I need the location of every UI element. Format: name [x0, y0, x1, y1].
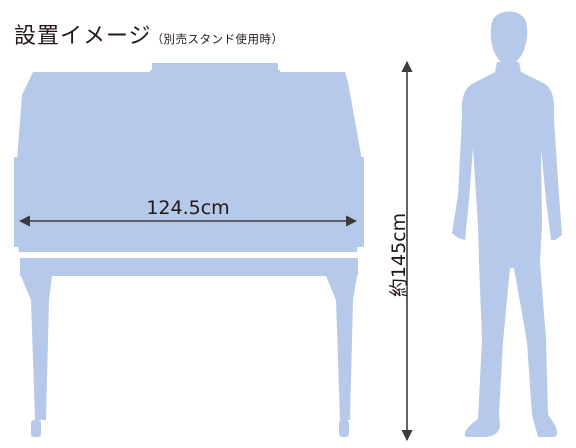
title-main: 設置イメージ: [14, 24, 152, 49]
width-label: 124.5cm: [146, 197, 229, 219]
stand-silhouette: [20, 258, 358, 437]
stand-right-leg: [326, 276, 357, 420]
height-dimension: 約145cm: [388, 60, 413, 442]
monitor-body: [17, 70, 362, 252]
stand-top-plate: [20, 258, 358, 276]
width-dimension: 124.5cm: [18, 197, 358, 227]
person-head: [490, 11, 528, 66]
page-title: 設置イメージ（別売スタンド使用時）: [14, 18, 284, 50]
monitor-left-side: [14, 157, 22, 247]
stand-right-caster: [339, 420, 349, 437]
stand-left-caster: [31, 420, 41, 437]
monitor-silhouette: [14, 63, 364, 252]
title-subtitle: （別売スタンド使用時）: [151, 32, 284, 46]
stand-left-leg: [21, 276, 52, 420]
person-body: [452, 62, 562, 437]
height-label: 約145cm: [388, 213, 410, 297]
monitor-right-side: [356, 157, 364, 247]
person-silhouette: [452, 11, 562, 437]
